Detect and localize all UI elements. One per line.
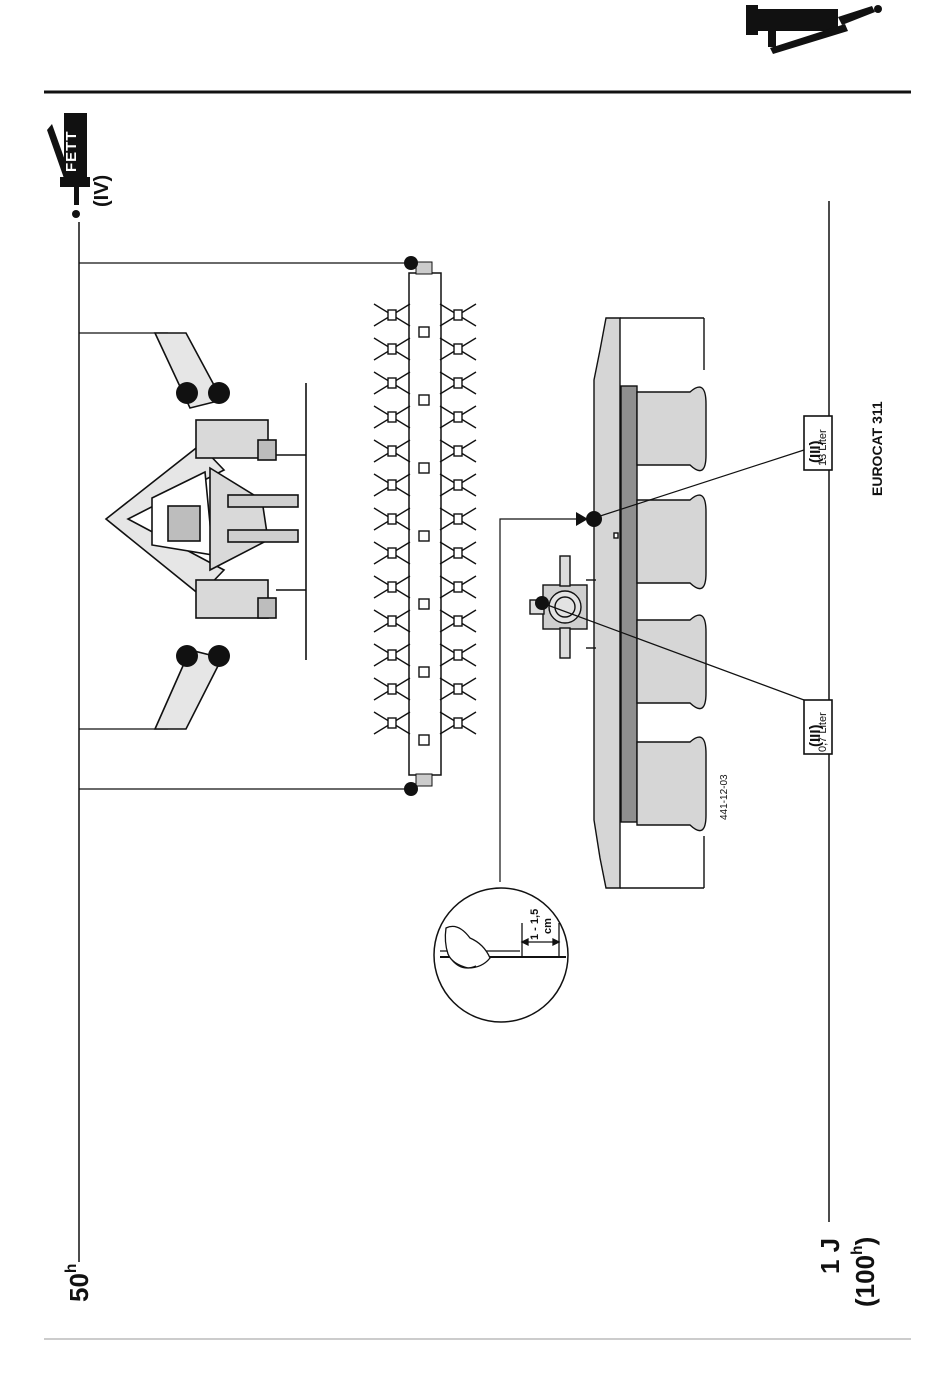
lubrication-point-icon <box>176 645 198 667</box>
tine-holder <box>388 446 396 456</box>
tine-holder <box>388 650 396 660</box>
interval-50h-label: 50h <box>66 1264 92 1302</box>
fett-label: FETT <box>64 131 79 173</box>
model-label: EUROCAT 311 <box>870 401 884 496</box>
tine-holder <box>454 446 462 456</box>
tine-holder <box>454 650 462 660</box>
detail-unit: cm <box>543 918 554 934</box>
rotor-bearing <box>419 463 429 473</box>
tine-holder <box>388 616 396 626</box>
tine-holder <box>454 582 462 592</box>
tine-holder <box>388 582 396 592</box>
lubrication-point-icon <box>208 382 230 404</box>
hitch-frame <box>106 333 306 729</box>
rotor-bearing <box>419 599 429 609</box>
figure-number: 441-12-03 <box>720 774 730 820</box>
tine-holder <box>454 344 462 354</box>
rotor-bearing <box>419 395 429 405</box>
mower-bed <box>594 318 706 888</box>
tine-rotor <box>374 262 476 786</box>
tine-holder <box>388 718 396 728</box>
detail-measure: 1 - 1,5 <box>530 909 541 940</box>
tine-holder <box>388 514 396 524</box>
lubrication-point-icon <box>208 645 230 667</box>
tine-holder <box>454 616 462 626</box>
tine-holder <box>388 480 396 490</box>
lubrication-point-icon <box>176 382 198 404</box>
interval-1j-label: 1 J <box>817 1238 843 1274</box>
tine-holder <box>454 378 462 388</box>
grease-gun-icon <box>746 5 882 54</box>
tine-holder <box>454 412 462 422</box>
rotor-bearing <box>419 327 429 337</box>
tine-holder <box>454 684 462 694</box>
oil-07-amount: 0,7 Liter <box>818 712 829 752</box>
tine-holder <box>388 344 396 354</box>
rotor-bearing <box>419 735 429 745</box>
lubrication-point-icon <box>404 782 418 796</box>
lubrication-point-icon <box>404 256 418 270</box>
tine-holder <box>388 378 396 388</box>
oil-13-amount: 13 Liter <box>818 429 829 466</box>
tine-holder <box>454 514 462 524</box>
tine-holder <box>388 412 396 422</box>
rotor-bearing <box>419 531 429 541</box>
tine-holder <box>388 548 396 558</box>
dipstick-detail <box>434 888 568 1022</box>
fett-class-label: (IV) <box>92 175 112 207</box>
tine-holder <box>454 480 462 490</box>
tine-holder <box>388 684 396 694</box>
tine-holder <box>454 310 462 320</box>
rotor-bearing <box>419 667 429 677</box>
lubrication-point-icon <box>535 596 549 610</box>
tine-holder <box>454 548 462 558</box>
lubrication-point-icon <box>586 511 602 527</box>
tine-holder <box>388 310 396 320</box>
interval-100h-label: (100h) <box>852 1237 878 1307</box>
tine-holder <box>454 718 462 728</box>
